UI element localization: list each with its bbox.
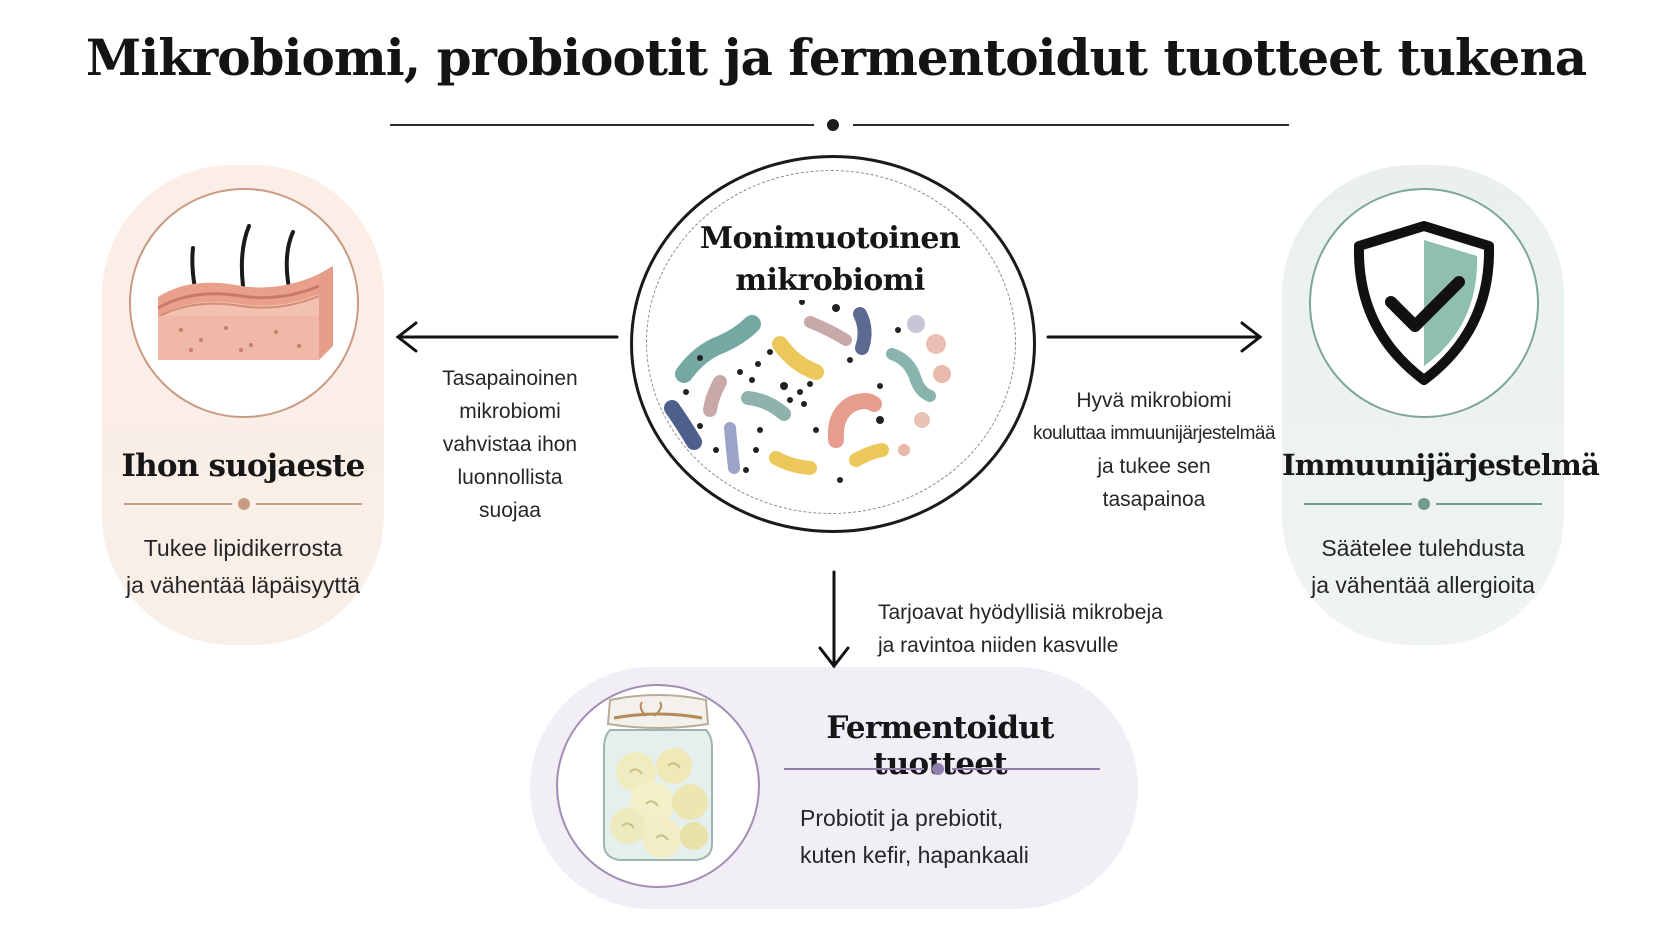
title-divider-dot — [827, 119, 839, 131]
arrow-down-line-1: Tarjoavat hyödyllisiä mikrobeja — [878, 601, 1163, 624]
title-divider-right — [853, 124, 1289, 126]
arrow-left-line-5: suojaa — [479, 499, 541, 522]
fermented-desc-line-2: kuten kefir, hapankaali — [800, 842, 1029, 868]
skin-divider-dot — [238, 498, 250, 510]
immune-divider-right — [1436, 503, 1542, 505]
arrow-right-line-3: ja tukee sen — [1097, 455, 1211, 478]
skin-desc-line-1: Tukee lipidikerrosta — [143, 535, 343, 561]
fermented-desc-line-1: Probiotit ja prebiotit, — [800, 805, 1004, 831]
arrow-left-line-3: vahvistaa ihon — [442, 433, 578, 456]
microbes-icon — [664, 300, 951, 483]
skin-barrier-description: Tukee lipidikerrosta ja vähentää läpäisy… — [102, 530, 384, 604]
arrow-right-line-1: Hyvä mikrobiomi — [1076, 389, 1232, 412]
arrow-left-line-2: mikrobiomi — [459, 400, 561, 423]
title-divider-left — [390, 124, 814, 126]
arrow-to-skin — [395, 321, 619, 353]
microbiome-title: Monimuotoinen mikrobiomi — [690, 218, 970, 302]
immune-system-description: Säätelee tulehdusta ja vähentää allergio… — [1282, 530, 1564, 604]
shield-check-icon — [1309, 188, 1539, 418]
skin-barrier-title: Ihon suojaeste — [121, 448, 365, 484]
arrow-right-label: Hyvä mikrobiomi kouluttaa immuunijärjest… — [1026, 384, 1282, 516]
fermented-divider-right — [952, 768, 1100, 770]
arrow-right-line-2: kouluttaa immuunijärjestelmää — [1032, 423, 1276, 444]
arrow-to-fermented — [818, 570, 850, 669]
arrow-down-label: Tarjoavat hyödyllisiä mikrobeja ja ravin… — [878, 596, 1178, 662]
skin-divider-left — [124, 503, 232, 505]
immune-divider-dot — [1418, 498, 1430, 510]
arrow-right-line-4: tasapainoa — [1102, 488, 1206, 511]
microbiome-inner-ring — [646, 170, 1016, 514]
microbiome-title-line-1: Monimuotoinen — [699, 221, 961, 256]
arrow-left-label: Tasapainoinen mikrobiomi vahvistaa ihon … — [420, 362, 600, 527]
fermented-products-title: Fermentoidut tuotteet — [826, 710, 1054, 782]
arrow-to-immune — [1046, 321, 1263, 353]
immune-divider-left — [1304, 503, 1412, 505]
skin-layer-icon — [129, 188, 359, 418]
arrow-down-line-2: ja ravintoa niiden kasvulle — [878, 634, 1119, 657]
microbiome-title-line-2: mikrobiomi — [735, 263, 925, 298]
arrow-left-line-1: Tasapainoinen — [442, 367, 578, 390]
arrow-left-line-4: luonnollista — [457, 466, 563, 489]
immune-desc-line-1: Säätelee tulehdusta — [1321, 535, 1525, 561]
fermented-divider-left — [784, 768, 924, 770]
skin-desc-line-2: ja vähentää läpäisyyttä — [126, 572, 360, 598]
fermented-jar-icon — [556, 684, 760, 888]
fermented-divider-dot — [932, 763, 944, 775]
skin-divider-right — [256, 503, 362, 505]
immune-desc-line-2: ja vähentää allergioita — [1311, 572, 1535, 598]
page-title: Mikrobiomi, probiootit ja fermentoidut t… — [85, 28, 1587, 87]
immune-system-title: Immuunijärjestelmä — [1282, 448, 1600, 482]
fermented-products-description: Probiotit ja prebiotit, kuten kefir, hap… — [800, 800, 1080, 874]
